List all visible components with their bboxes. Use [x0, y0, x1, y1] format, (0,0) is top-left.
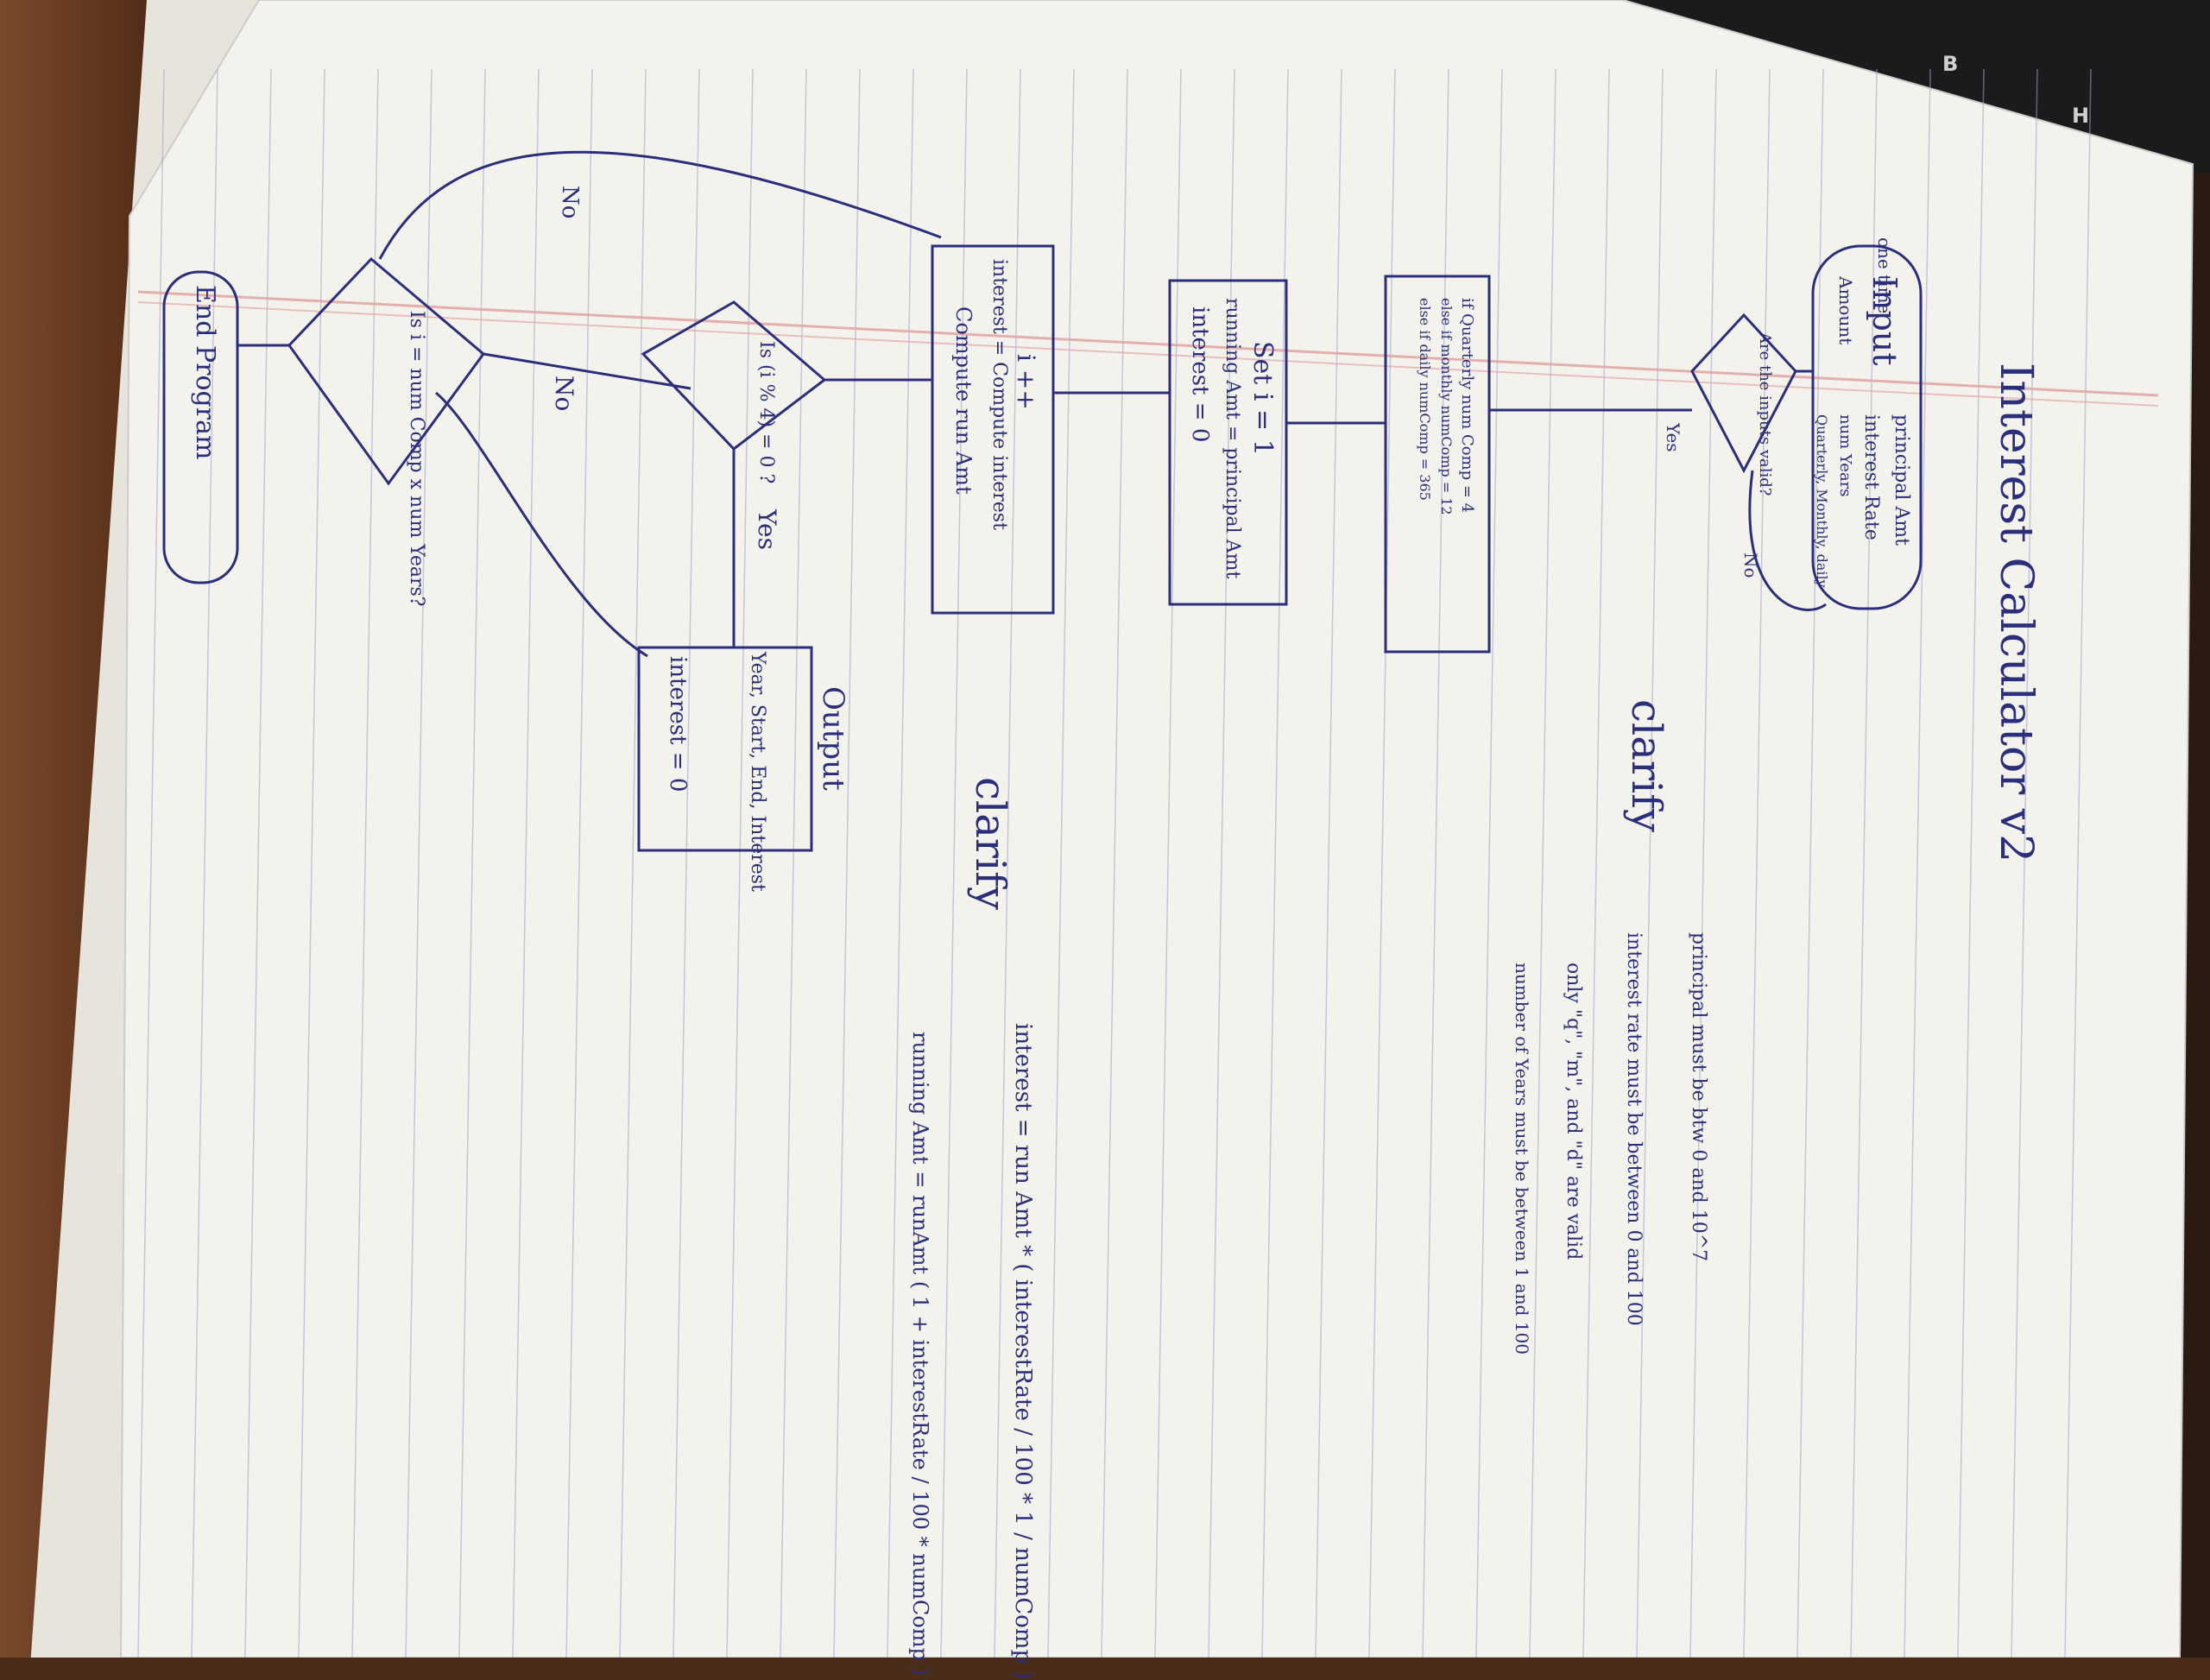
set-block — [1168, 279, 1288, 606]
compounding-line-3: else if daily numComp = 365 — [1417, 298, 1433, 501]
end-check-label: Is i = num Comp x num Years? — [406, 311, 427, 607]
validation-rule-3: only "q", "m", and "d" are valid — [1563, 963, 1584, 1260]
arrow-end-check-no-loop — [378, 150, 942, 260]
ruled-line — [1636, 68, 1664, 1658]
ruled-line — [887, 68, 914, 1658]
ruled-line — [619, 68, 647, 1658]
output-heading: Output — [816, 686, 850, 791]
ruled-line — [833, 68, 861, 1658]
ruled-line — [298, 68, 325, 1658]
ruled-line — [2064, 68, 2092, 1658]
end-check-decision — [287, 256, 486, 486]
validation-rule-4: number of Years must be between 1 and 10… — [1512, 963, 1532, 1355]
ruled-line — [2011, 68, 2038, 1658]
validate-yes-label: Yes — [1663, 423, 1683, 452]
end-terminal-label: End Program — [190, 285, 220, 460]
input-field-principal: principal Amt — [1891, 414, 1912, 546]
output-block — [637, 646, 813, 852]
validation-rule-1: principal must be btw 0 and 10^7 — [1688, 932, 1709, 1262]
ruled-line — [1957, 68, 1985, 1658]
output-line-2: interest = 0 — [665, 656, 691, 793]
loop-line-1: i ++ — [1012, 354, 1040, 410]
formula-running-amount: running Amt = runAmt ( 1 + interestRate … — [908, 1032, 932, 1676]
validate-side-note: one time — [1874, 237, 1895, 314]
validation-rule-2: interest rate must be between 0 and 100 — [1623, 932, 1645, 1326]
output-line-1: Year, Start, End, Interest — [747, 652, 768, 892]
loop-block — [931, 244, 1055, 615]
end-terminal — [162, 270, 239, 584]
arrow-output-to-end-check — [435, 391, 648, 658]
ruled-line — [137, 68, 165, 1658]
ruled-line — [565, 68, 593, 1658]
input-sub: Amount — [1835, 276, 1856, 345]
ruled-lines — [137, 68, 2092, 1658]
input-field-frequency: Quarterly, Monthly, daily — [1814, 414, 1830, 588]
validate-no-label: No — [1740, 553, 1761, 578]
page-title: Interest Calculator v2 — [1990, 363, 2042, 863]
ruled-line — [1208, 68, 1235, 1658]
compounding-line-2: else if monthly numComp = 12 — [1438, 298, 1455, 515]
ruled-line — [1101, 68, 1128, 1658]
ruled-line — [780, 68, 807, 1658]
paper-sheet — [119, 0, 2194, 1658]
ruled-line — [1154, 68, 1182, 1658]
input-field-years: num Years — [1836, 414, 1854, 497]
ruled-line — [405, 68, 433, 1658]
ruled-line — [1743, 68, 1771, 1658]
ruled-line — [1422, 68, 1449, 1658]
arrow-year-no — [483, 352, 691, 390]
keyboard-key-h: H — [2072, 104, 2090, 128]
ruled-line — [458, 68, 486, 1658]
ruled-line — [1315, 68, 1342, 1658]
input-field-rate: interest Rate — [1860, 414, 1882, 540]
ruled-line — [191, 68, 218, 1658]
set-line-1: Set i = 1 — [1247, 341, 1278, 456]
input-terminal — [1811, 244, 1923, 610]
validate-decision — [1690, 313, 1797, 474]
compounding-line-1: if Quarterly num Comp = 4 — [1458, 298, 1476, 514]
ruled-line — [1047, 68, 1075, 1658]
validate-label: Are the inputs valid? — [1756, 332, 1774, 496]
clarify-label-2: clarify — [966, 777, 1014, 911]
end-check-no-label: No — [557, 186, 583, 219]
compounding-block — [1384, 275, 1491, 654]
margin-line — [137, 290, 2159, 397]
ruled-line — [1796, 68, 1824, 1658]
ruled-line — [1850, 68, 1878, 1658]
ruled-line — [1689, 68, 1717, 1658]
ruled-line — [994, 68, 1021, 1658]
keyboard-key-b: B — [1942, 52, 1959, 76]
ruled-line — [1904, 68, 1931, 1658]
ruled-line — [1529, 68, 1556, 1658]
loop-line-2: interest = Compute interest — [988, 259, 1010, 530]
ruled-line — [244, 68, 272, 1658]
validate-no-arrow — [1748, 470, 1827, 611]
ruled-line — [512, 68, 540, 1658]
set-line-3: interest = 0 — [1187, 306, 1213, 443]
ruled-line — [351, 68, 379, 1658]
loop-line-3: Compute run Amt — [951, 306, 976, 495]
ruled-line — [1368, 68, 1396, 1658]
ruled-line — [1582, 68, 1610, 1658]
year-check-no-label: No — [550, 376, 578, 412]
clarify-label-1: clarify — [1622, 699, 1670, 833]
ruled-line — [1261, 68, 1289, 1658]
ruled-line — [1475, 68, 1503, 1658]
year-check-yes-label: Yes — [753, 509, 781, 550]
margin-line-2 — [137, 301, 2159, 407]
ruled-line — [672, 68, 700, 1658]
formula-interest: interest = run Amt * ( interestRate / 10… — [1010, 1023, 1036, 1680]
set-line-2: running Amt = principal Amt — [1222, 298, 1243, 579]
year-check-label: Is (i % 4) = 0 ? — [755, 341, 777, 484]
